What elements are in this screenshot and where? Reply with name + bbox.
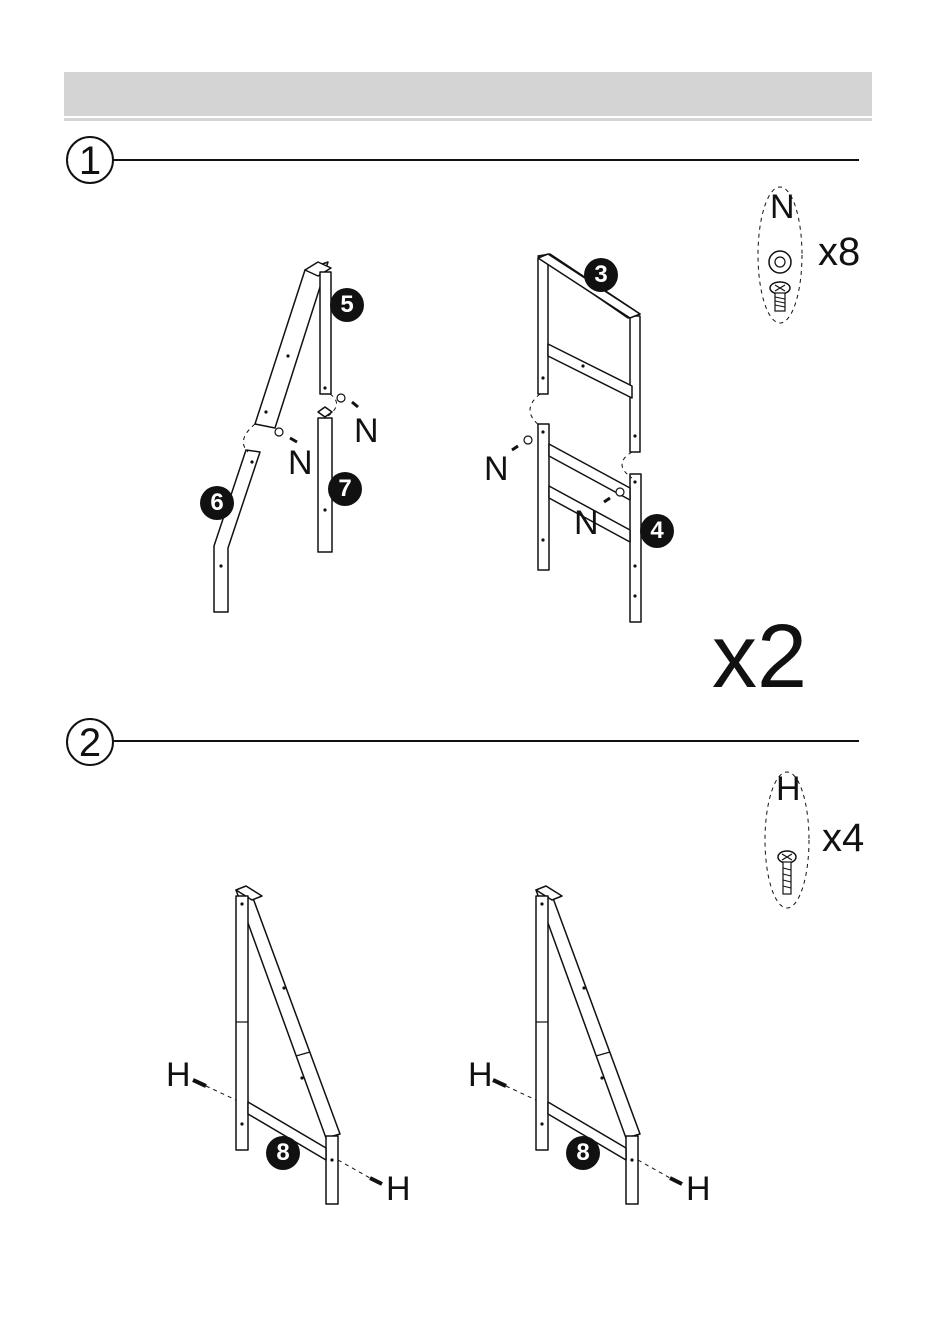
step-2-number: 2 <box>66 718 114 766</box>
callout-n-4: N <box>574 506 599 540</box>
part-badge-4: 4 <box>640 514 674 548</box>
callout-h-4: H <box>686 1172 711 1206</box>
callout-h-3: H <box>468 1058 493 1092</box>
hardware-h-code: H <box>776 772 801 806</box>
part-badge-3: 3 <box>584 258 618 292</box>
part-badge-8-left: 8 <box>266 1136 300 1170</box>
callout-h-1: H <box>166 1058 191 1092</box>
hardware-n-quantity: x8 <box>818 232 860 272</box>
callout-n-3: N <box>484 452 509 486</box>
callout-n-2: N <box>288 446 313 480</box>
callout-n-1: N <box>354 414 379 448</box>
part-badge-7: 7 <box>328 472 362 506</box>
part-badge-8-right: 8 <box>566 1136 600 1170</box>
hardware-h-quantity: x4 <box>822 818 864 858</box>
part-6-tube <box>214 450 260 612</box>
part-5-frame <box>255 262 331 428</box>
callout-h-2: H <box>386 1172 411 1206</box>
n-screw-left-a <box>275 428 297 442</box>
n-screw-ladder-a <box>512 436 532 450</box>
hardware-n-code: N <box>770 190 795 224</box>
step-2-divider <box>114 740 859 742</box>
n-screw-left-b <box>337 394 358 407</box>
part-badge-5: 5 <box>330 288 364 322</box>
repeat-count: x2 <box>712 612 807 702</box>
part-badge-6: 6 <box>200 486 234 520</box>
